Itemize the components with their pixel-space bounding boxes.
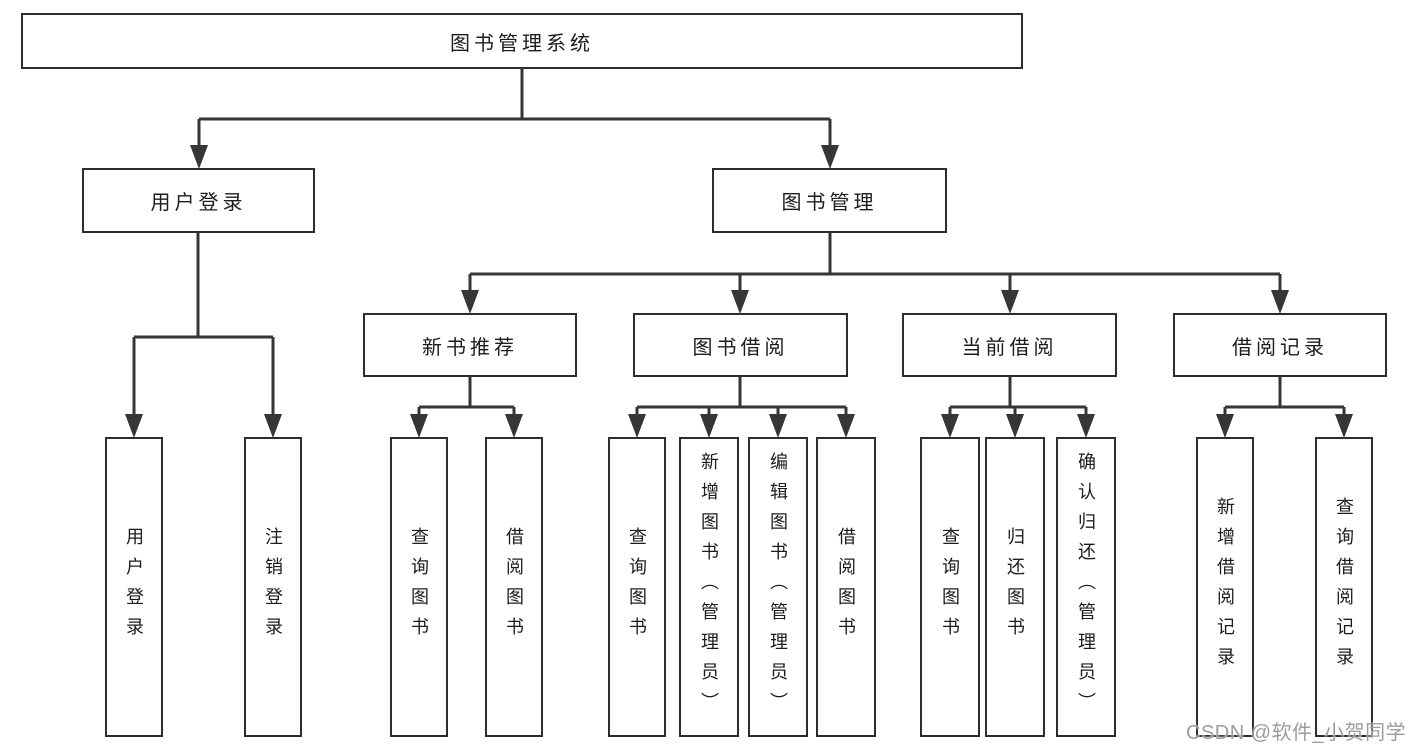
arrow-down-icon [461,290,479,314]
node-label: 查询图书 [940,527,960,647]
node-new-book-recommend: 新书推荐 [363,313,577,377]
arrow-down-icon [1001,290,1019,314]
leaf-add-books-admin: 新增图书（管理员） [679,437,739,737]
node-label: 新书推荐 [422,336,518,359]
node-label: 新增借阅记录 [1215,497,1235,677]
connector-path [468,233,1282,291]
node-label: 图书管理系统 [450,32,594,55]
connector-root-to-level2 [190,69,839,169]
node-label: 图书借阅 [692,336,789,359]
arrow-down-icon [941,414,959,438]
node-book-borrowing: 图书借阅 [633,313,848,377]
node-label: 查询借阅记录 [1334,497,1354,677]
node-label: 用户登录 [124,527,144,647]
leaf-user-login: 用户登录 [105,437,163,737]
node-borrowing-records: 借阅记录 [1173,313,1387,377]
arrow-down-icon [1271,290,1289,314]
node-label: 查询图书 [627,527,647,647]
leaf-borrow-books: 借阅图书 [816,437,876,737]
connector-current-borrowing-to-leaves [941,377,1095,438]
connector-path [197,69,832,146]
connector-new-book-recommend-to-leaves [410,377,523,438]
node-label: 新增图书（管理员） [699,452,719,722]
connector-book-management-to-level3 [461,233,1289,314]
connector-path [635,377,848,415]
connector-path [132,233,275,415]
leaf-query-borrow-record: 查询借阅记录 [1315,437,1373,737]
node-label: 归还图书 [1005,527,1025,647]
leaf-query-books-borrowing: 查询图书 [608,437,666,737]
arrow-down-icon [628,414,646,438]
leaf-confirm-return-admin: 确认归还（管理员） [1056,437,1116,737]
node-label: 借阅图书 [504,527,524,647]
node-label: 确认归还（管理员） [1076,452,1096,722]
arrow-down-icon [125,414,143,438]
leaf-add-borrow-record: 新增借阅记录 [1196,437,1254,737]
arrow-down-icon [1335,414,1353,438]
arrow-down-icon [821,145,839,169]
csdn-watermark: CSDN @软件_小贺同学 [1186,722,1405,744]
arrow-down-icon [1216,414,1234,438]
node-label: 借阅记录 [1232,336,1328,359]
connector-book-borrowing-to-leaves [628,377,855,438]
node-label: 注销登录 [263,527,283,647]
connector-path [1223,377,1346,415]
node-library-management-system: 图书管理系统 [21,13,1023,69]
connector-path [417,377,516,415]
arrow-down-icon [731,290,749,314]
node-book-management: 图书管理 [712,168,947,233]
arrow-down-icon [410,414,428,438]
arrow-down-icon [700,414,718,438]
node-label: 编辑图书（管理员） [768,452,788,722]
node-label: 用户登录 [150,192,247,214]
arrow-down-icon [769,414,787,438]
leaf-logout: 注销登录 [244,437,302,737]
leaf-edit-books-admin: 编辑图书（管理员） [748,437,808,737]
node-current-borrowing: 当前借阅 [902,313,1117,377]
node-label: 图书管理 [781,192,878,214]
arrow-down-icon [190,145,208,169]
arrow-down-icon [1006,414,1024,438]
connector-user-login-to-leaves [125,233,282,438]
arrow-down-icon [837,414,855,438]
node-label: 当前借阅 [961,336,1058,359]
leaf-borrow-books-recommend: 借阅图书 [485,437,543,737]
connector-path [948,377,1088,415]
node-label: 借阅图书 [836,527,856,647]
arrow-down-icon [264,414,282,438]
connector-borrowing-records-to-leaves [1216,377,1353,438]
arrow-down-icon [505,414,523,438]
leaf-query-books-current: 查询图书 [920,437,980,737]
node-label: 查询图书 [409,527,429,647]
leaf-query-books-recommend: 查询图书 [390,437,448,737]
arrow-down-icon [1077,414,1095,438]
node-user-login: 用户登录 [82,168,315,233]
leaf-return-books: 归还图书 [985,437,1045,737]
